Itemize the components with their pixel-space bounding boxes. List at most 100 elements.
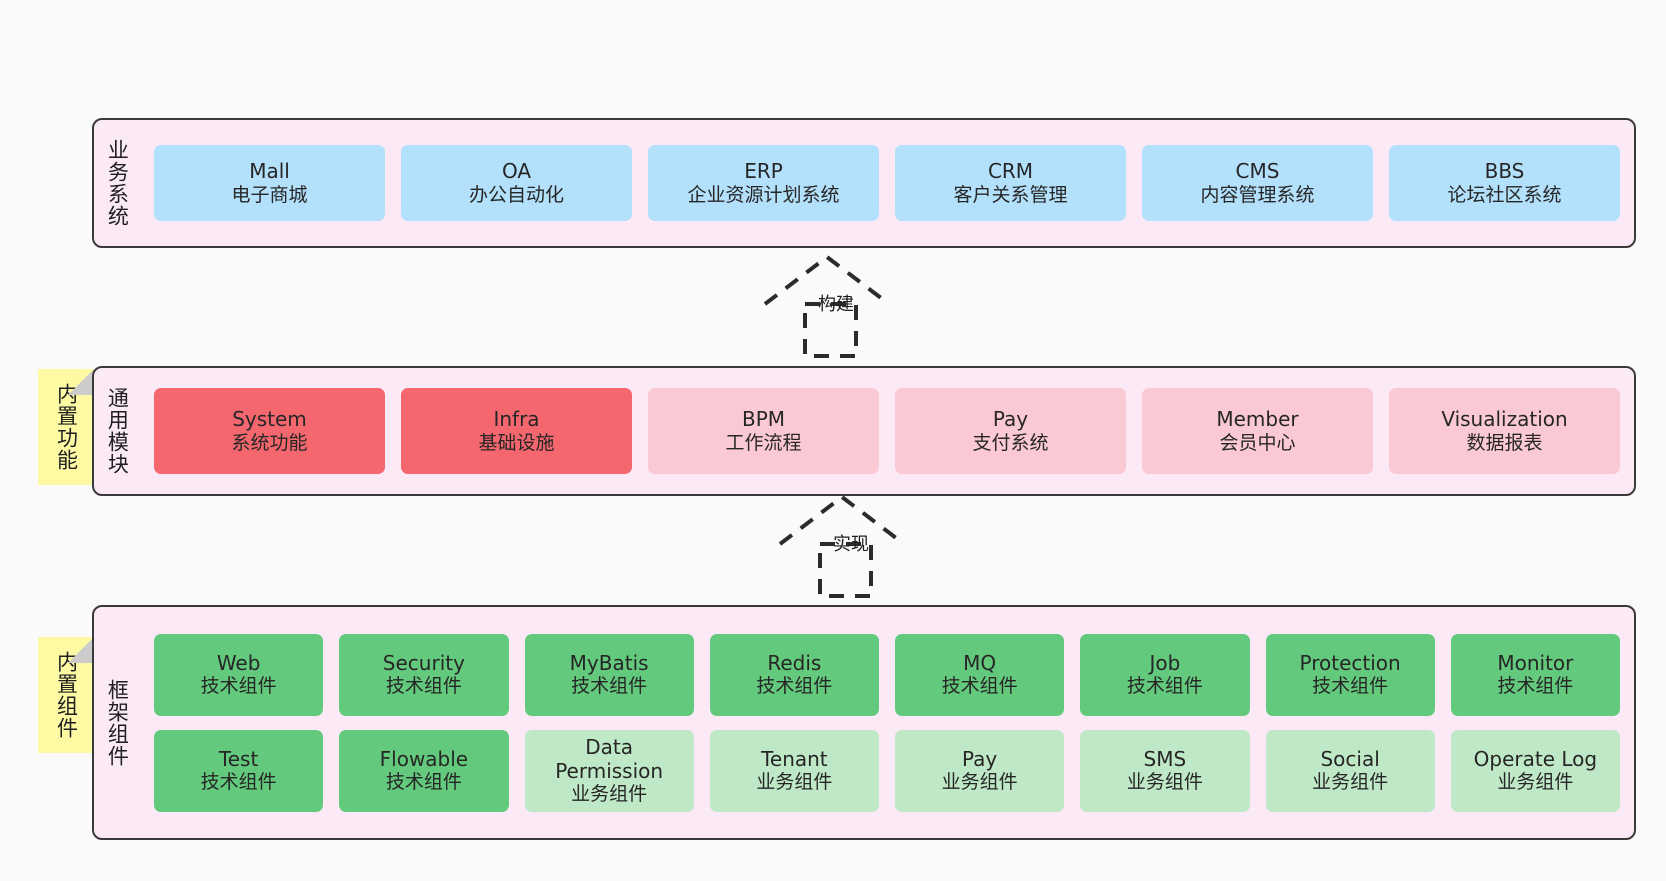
node-visualization[interactable]: Visualization 数据报表 [1389, 388, 1620, 474]
node-subtitle: 办公自动化 [468, 183, 564, 206]
layer-business-system: 业务系统 Mall 电子商城 OA 办公自动化 ERP 企业资源计划系统 CRM… [92, 118, 1636, 248]
node-subtitle: 会员中心 [1219, 431, 1296, 454]
node-pay[interactable]: Pay 支付系统 [895, 388, 1126, 474]
node-pay-component[interactable]: Pay 业务组件 [895, 729, 1065, 812]
node-title: Monitor [1497, 650, 1574, 675]
node-subtitle: 技术组件 [385, 771, 462, 794]
connector-label-implement: 实现 [833, 534, 869, 555]
node-title: Data Permission [555, 734, 664, 783]
node-row: Test 技术组件 Flowable 技术组件 Data Permission … [154, 729, 1620, 812]
node-security[interactable]: Security 技术组件 [339, 633, 509, 716]
node-title: CMS [1235, 159, 1280, 184]
node-social[interactable]: Social 业务组件 [1265, 729, 1435, 812]
node-title: System [232, 407, 307, 432]
node-title: Visualization [1441, 407, 1568, 432]
node-subtitle: 业务组件 [571, 783, 648, 806]
node-system[interactable]: System 系统功能 [154, 388, 385, 474]
node-cms[interactable]: CMS 内容管理系统 [1142, 145, 1373, 221]
node-subtitle: 业务组件 [1312, 771, 1389, 794]
node-protection[interactable]: Protection 技术组件 [1265, 633, 1435, 716]
node-subtitle: 数据报表 [1466, 431, 1543, 454]
node-member[interactable]: Member 会员中心 [1142, 388, 1373, 474]
layer-framework-components: 框架组件 Web 技术组件 Security 技术组件 MyBatis 技术组件… [92, 605, 1636, 840]
node-subtitle: 业务组件 [941, 771, 1018, 794]
node-subtitle: 技术组件 [385, 675, 462, 698]
node-title: Protection [1299, 650, 1401, 675]
connector-build: 构建 [760, 252, 950, 360]
node-row: System 系统功能 Infra 基础设施 BPM 工作流程 Pay 支付系统… [154, 388, 1620, 474]
layer-body-common-modules: System 系统功能 Infra 基础设施 BPM 工作流程 Pay 支付系统… [140, 368, 1634, 494]
node-title: BPM [741, 407, 786, 432]
node-subtitle: 支付系统 [972, 431, 1049, 454]
node-title: Web [216, 650, 261, 675]
layer-title-framework-components: 框架组件 [105, 678, 130, 767]
node-subtitle: 技术组件 [200, 675, 277, 698]
node-title: Social [1320, 746, 1380, 771]
node-tenant[interactable]: Tenant 业务组件 [709, 729, 879, 812]
node-row: Web 技术组件 Security 技术组件 MyBatis 技术组件 Redi… [154, 633, 1620, 716]
node-web[interactable]: Web 技术组件 [154, 633, 324, 716]
note-builtin-components: 内置组件 [38, 637, 94, 753]
node-title: SMS [1143, 746, 1187, 771]
node-operate-log[interactable]: Operate Log 业务组件 [1450, 729, 1620, 812]
node-subtitle: 工作流程 [725, 431, 802, 454]
note-builtin-functions: 内置功能 [38, 369, 94, 485]
node-title: MyBatis [569, 650, 649, 675]
node-data-permission[interactable]: Data Permission 业务组件 [524, 729, 694, 812]
node-infra[interactable]: Infra 基础设施 [401, 388, 632, 474]
node-title: Mall [249, 159, 290, 184]
node-bpm[interactable]: BPM 工作流程 [648, 388, 879, 474]
node-title: Security [382, 650, 465, 675]
node-subtitle: 业务组件 [1126, 771, 1203, 794]
node-title: Member [1216, 407, 1299, 432]
node-subtitle: 技术组件 [1126, 675, 1203, 698]
node-row: Mall 电子商城 OA 办公自动化 ERP 企业资源计划系统 CRM 客户关系… [154, 145, 1620, 221]
node-title: BBS [1484, 159, 1525, 184]
node-title: Job [1149, 650, 1181, 675]
node-mybatis[interactable]: MyBatis 技术组件 [524, 633, 694, 716]
layer-title-business-system: 业务系统 [105, 139, 130, 227]
node-crm[interactable]: CRM 客户关系管理 [895, 145, 1126, 221]
note-label: 内置组件 [54, 651, 79, 739]
node-subtitle: 技术组件 [756, 675, 833, 698]
node-monitor[interactable]: Monitor 技术组件 [1450, 633, 1620, 716]
layer-body-framework-components: Web 技术组件 Security 技术组件 MyBatis 技术组件 Redi… [140, 607, 1634, 838]
node-title: Tenant [761, 746, 828, 771]
node-title: Redis [767, 650, 822, 675]
node-subtitle: 客户关系管理 [953, 183, 1068, 206]
node-subtitle: 业务组件 [1497, 771, 1574, 794]
generalization-arrow-icon [778, 494, 906, 598]
node-subtitle: 系统功能 [231, 431, 308, 454]
layer-common-modules: 通用模块 System 系统功能 Infra 基础设施 BPM 工作流程 Pay… [92, 366, 1636, 496]
node-title: Infra [493, 407, 540, 432]
connector-implement: 实现 [775, 492, 965, 600]
node-mall[interactable]: Mall 电子商城 [154, 145, 385, 221]
node-title: Flowable [379, 746, 469, 771]
node-subtitle: 技术组件 [200, 771, 277, 794]
node-title: ERP [744, 159, 783, 184]
node-title: Pay [992, 407, 1029, 432]
layer-body-business-system: Mall 电子商城 OA 办公自动化 ERP 企业资源计划系统 CRM 客户关系… [140, 120, 1634, 246]
connector-label-build: 构建 [818, 294, 854, 315]
node-job[interactable]: Job 技术组件 [1080, 633, 1250, 716]
node-title: Pay [961, 746, 998, 771]
node-bbs[interactable]: BBS 论坛社区系统 [1389, 145, 1620, 221]
node-title: OA [501, 159, 532, 184]
node-flowable[interactable]: Flowable 技术组件 [339, 729, 509, 812]
node-subtitle: 内容管理系统 [1200, 183, 1315, 206]
node-subtitle: 技术组件 [571, 675, 648, 698]
node-test[interactable]: Test 技术组件 [154, 729, 324, 812]
node-sms[interactable]: SMS 业务组件 [1080, 729, 1250, 812]
node-title: Operate Log [1473, 746, 1598, 771]
node-subtitle: 技术组件 [1497, 675, 1574, 698]
note-label: 内置功能 [54, 383, 79, 471]
node-subtitle: 企业资源计划系统 [687, 183, 840, 206]
node-subtitle: 电子商城 [231, 183, 308, 206]
layer-title-common-modules: 通用模块 [105, 387, 130, 475]
node-redis[interactable]: Redis 技术组件 [709, 633, 879, 716]
node-oa[interactable]: OA 办公自动化 [401, 145, 632, 221]
node-mq[interactable]: MQ 技术组件 [895, 633, 1065, 716]
node-erp[interactable]: ERP 企业资源计划系统 [648, 145, 879, 221]
node-subtitle: 业务组件 [756, 771, 833, 794]
